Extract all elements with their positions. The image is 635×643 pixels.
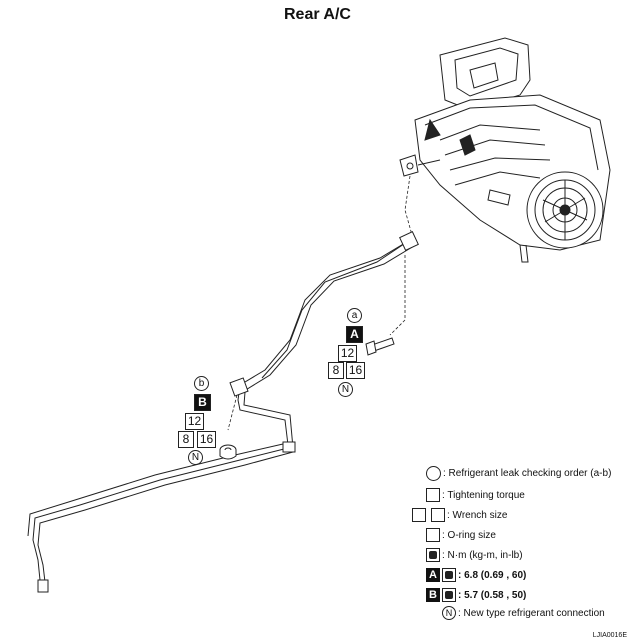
torque-wrench-icon: [442, 568, 456, 582]
legend-oring-size: : O-ring size: [426, 528, 496, 542]
tightening-torque-box-icon: [426, 488, 440, 502]
rear-ac-unit: [399, 37, 611, 263]
reference-code: LJIA0016E: [592, 632, 627, 639]
callout-a-new-type-connection: N: [338, 382, 353, 397]
new-type-connection-icon: N: [442, 606, 456, 620]
legend-b-value: B : 5.7 (0.58 , 50): [426, 588, 526, 602]
callout-a-torque-badge: A: [346, 326, 363, 343]
legend-a-value: A : 6.8 (0.69 , 60): [426, 568, 526, 582]
leak-order-circle-icon: [426, 466, 441, 481]
legend-new-type-connection: N : New type refrigerant connection: [442, 606, 605, 620]
legend-leak-order: : Refrigerant leak checking order (a-b): [426, 466, 611, 481]
callout-a-oring-size-2: 16: [346, 362, 365, 379]
refrigerant-pipes: [27, 231, 419, 593]
wrench-size-box-icon: [412, 508, 426, 522]
torque-wrench-icon: [442, 588, 456, 602]
torque-b-badge: B: [426, 588, 440, 602]
page-title: Rear A/C: [284, 6, 351, 23]
torque-wrench-icon: [426, 548, 440, 562]
callout-b-oring-size-1: 8: [178, 431, 194, 448]
callout-a-oring-size-1: 8: [328, 362, 344, 379]
legend-nm: : N·m (kg-m, in-lb): [426, 548, 523, 562]
callout-b-torque-size: 12: [185, 413, 204, 430]
nut-b: [219, 444, 237, 460]
callout-b-new-type-connection: N: [188, 450, 203, 465]
callout-b-torque-badge: B: [194, 394, 211, 411]
callout-b-oring-size-2: 16: [197, 431, 216, 448]
legend-tightening-torque: : Tightening torque: [426, 488, 525, 502]
callout-a-torque-size: 12: [338, 345, 357, 362]
wrench-size-box-icon: [431, 508, 445, 522]
leader-lines: [227, 175, 413, 431]
bolt-a: [365, 337, 395, 356]
oring-size-box-icon: [426, 528, 440, 542]
callout-a-circle: a: [347, 308, 362, 323]
legend: : Refrigerant leak checking order (a-b) …: [412, 460, 632, 625]
torque-a-badge: A: [426, 568, 440, 582]
callout-b-circle: b: [194, 376, 209, 391]
legend-wrench-size: : Wrench size: [412, 508, 507, 522]
